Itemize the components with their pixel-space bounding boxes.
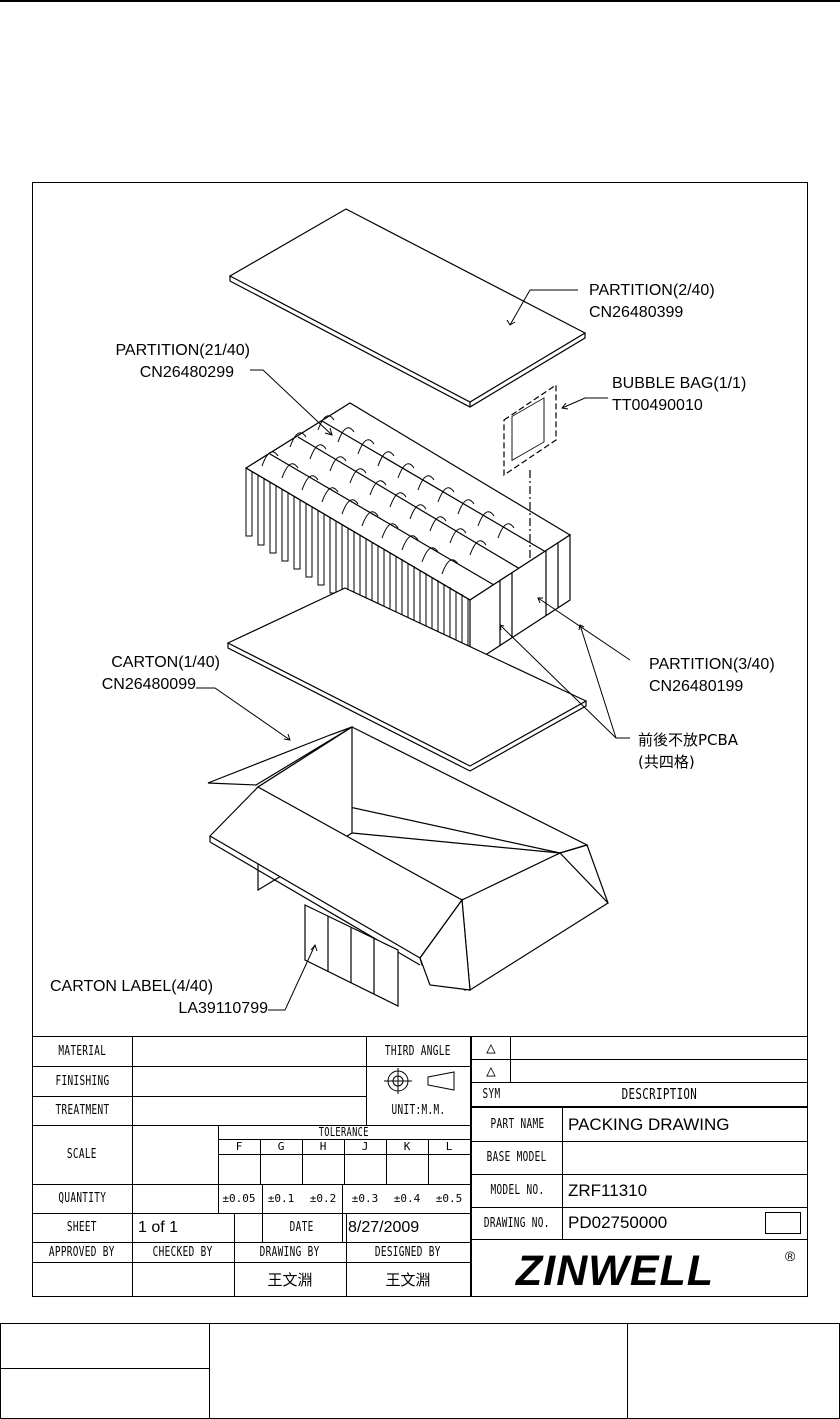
tolerance-header-l: L [445,1140,453,1153]
partition-bottom-sheet [226,587,588,772]
callout-partition-21-40: PARTITION(21/40) [115,342,250,359]
tolerance-value-j: ±0.3 [351,1192,379,1205]
callout-bubble-bag: BUBBLE BAG(1/1) [612,375,747,392]
carton-labels [304,904,399,1007]
tolerance-value-h: ±0.2 [309,1192,337,1205]
tolerance-label: TOLERANCE [318,1125,370,1139]
model-no-value: ZRF11310 [568,1180,648,1200]
quantity-label: QUANTITY [58,1191,106,1206]
tolerance-header-j: J [361,1140,369,1153]
callout-partition-3-40-part-number: CN26480199 [649,678,744,695]
part-name-value: PACKING DRAWING [568,1114,730,1134]
third-angle-projection-icon [384,1068,455,1094]
tolerance-header-k: K [403,1140,411,1153]
registered-mark: ® [785,1248,796,1264]
packing-illustration [196,208,631,1011]
date-label: DATE [290,1220,314,1235]
bubble-bag [503,383,557,560]
unit-label: UNIT:M.M. [391,1103,445,1118]
treatment-label: TREATMENT [55,1103,109,1118]
description-label: DESCRIPTION [621,1085,697,1103]
sym-label: SYM [481,1086,500,1102]
tolerance-value-g: ±0.1 [267,1192,295,1205]
checked-by-label: CHECKED BY [153,1244,213,1260]
callout-partition-2-40: PARTITION(2/40) [589,282,715,299]
callout-partition-2-40-part-number: CN26480399 [589,304,684,321]
designed-by-label: DESIGNED BY [375,1244,441,1260]
company-logo: ZINWELL [516,1247,715,1295]
document-footer-table [0,1323,840,1419]
drawing-by-label: DRAWING BY [260,1244,320,1260]
approved-by-label: APPROVED BY [49,1244,115,1260]
callout-carton: CARTON(1/40) [111,654,220,671]
part-name-label: PART NAME [490,1117,544,1132]
drawing-by-name: 王文淵 [267,1270,313,1289]
carton-box [207,725,609,992]
callout-partition-3-40: PARTITION(3/40) [649,656,775,673]
sheet-value: 1 of 1 [138,1218,179,1236]
leader-lines [196,289,631,1011]
callout-carton-label: CARTON LABEL(4/40) [50,978,214,995]
designed-by-name: 王文淵 [385,1270,431,1289]
partition-top-sheet [228,208,587,408]
tolerance-header-f: F [235,1140,243,1153]
revision-triangle-icon: △ [486,1061,496,1080]
sheet-label: SHEET [67,1220,97,1235]
drawing-no-label: DRAWING NO. [484,1215,550,1231]
revision-triangle-icon: △ [486,1038,496,1057]
callout-partition-21-40-part-number: CN26480299 [139,364,234,381]
title-block: MATERIAL FINISHING TREATMENT SCALE QUANT… [32,1036,808,1297]
tolerance-header-g: G [277,1140,285,1153]
base-model-label: BASE MODEL [487,1150,547,1165]
finishing-label: FINISHING [55,1073,109,1089]
callout-note-four-slots: (共四格) [638,753,695,771]
partition-grid [244,402,572,667]
revision-box [765,1212,801,1234]
material-label: MATERIAL [58,1043,106,1059]
date-value: 8/27/2009 [348,1218,420,1236]
scale-label: SCALE [67,1147,97,1162]
model-no-label: MODEL NO. [490,1183,544,1198]
callout-bubble-bag-part-number: TT00490010 [612,397,703,414]
callout-carton-part-number: CN26480099 [101,676,196,693]
top-rule [0,0,840,2]
tolerance-value-l: ±0.5 [435,1192,463,1205]
tolerance-value-k: ±0.4 [393,1192,421,1205]
callout-carton-label-part-number: LA39110799 [178,1000,268,1017]
tolerance-header-h: H [319,1140,327,1153]
third-angle-label: THIRD ANGLE [385,1043,451,1059]
callout-note-no-pcba: 前後不放PCBA [638,731,739,749]
drawing-no-value: PD02750000 [568,1213,668,1232]
tolerance-value-f: ±0.05 [222,1192,256,1205]
